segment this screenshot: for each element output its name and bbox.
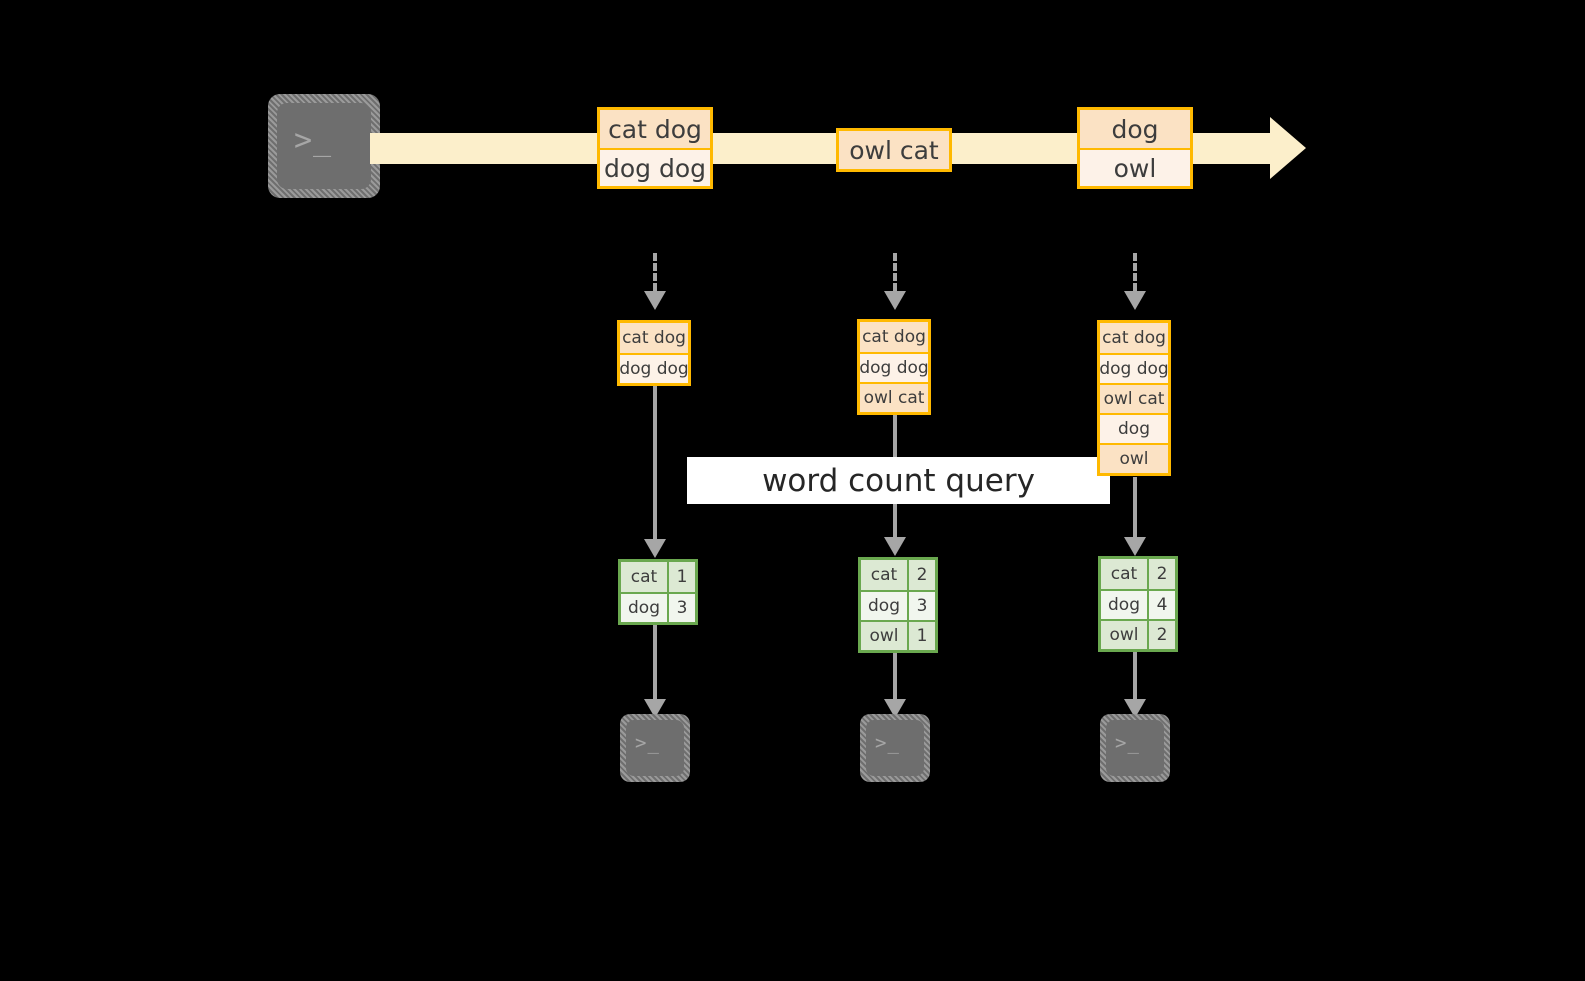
table-row: owl 2 xyxy=(1101,619,1175,649)
table-row: cat 2 xyxy=(861,560,935,590)
stream-record-line: owl cat xyxy=(839,131,949,169)
sink-terminal-prompt-icon: >_ xyxy=(1115,732,1140,754)
sink-terminal-screen xyxy=(626,720,684,776)
snapshot-tap-arrowhead xyxy=(884,291,906,310)
result-count: 1 xyxy=(667,562,695,592)
result-word: cat xyxy=(621,562,667,592)
query-label: word count query xyxy=(762,462,1035,499)
snapshot-input-line: cat dog xyxy=(860,322,928,352)
snapshot-2-sink-line xyxy=(893,653,897,703)
snapshot-1-query-arrowhead xyxy=(644,539,666,558)
stream-record: owl cat xyxy=(836,128,952,172)
stream-record: dog owl xyxy=(1077,107,1193,189)
snapshot-input-line: dog xyxy=(1100,413,1168,443)
snapshot-1-result-table: cat 1 dog 3 xyxy=(618,559,698,625)
source-terminal: >_ xyxy=(268,94,380,198)
snapshot-input-line: dog dog xyxy=(860,352,928,382)
table-row: cat 1 xyxy=(621,562,695,592)
source-terminal-prompt-icon: >_ xyxy=(294,123,333,158)
source-terminal-screen xyxy=(277,103,371,189)
snapshot-2-query-arrowhead xyxy=(884,537,906,556)
event-stream-arrowhead xyxy=(1270,117,1306,179)
table-row: cat 2 xyxy=(1101,559,1175,589)
snapshot-input-line: dog dog xyxy=(620,353,688,383)
snapshot-3-query-arrowhead xyxy=(1124,537,1146,556)
stream-record-line: cat dog xyxy=(600,110,710,148)
snapshot-1-sink-arrowhead xyxy=(644,699,666,718)
snapshot-tap-arrowhead xyxy=(644,291,666,310)
snapshot-3-query-line xyxy=(1133,477,1137,543)
snapshot-tap-line xyxy=(1133,253,1137,291)
result-count: 2 xyxy=(1147,559,1175,589)
result-count: 2 xyxy=(1147,621,1175,649)
stream-record: cat dog dog dog xyxy=(597,107,713,189)
snapshot-1-query-line xyxy=(653,386,657,545)
sink-terminal-prompt-icon: >_ xyxy=(875,732,900,754)
result-count: 3 xyxy=(667,594,695,622)
result-word: dog xyxy=(621,594,667,622)
result-word: dog xyxy=(861,592,907,620)
snapshot-input-line: cat dog xyxy=(1100,323,1168,353)
sink-terminal-screen xyxy=(866,720,924,776)
snapshot-input-line: owl xyxy=(1100,443,1168,473)
snapshot-3-sink-terminal: >_ xyxy=(1100,714,1170,782)
snapshot-input-line: owl cat xyxy=(1100,383,1168,413)
snapshot-3-result-table: cat 2 dog 4 owl 2 xyxy=(1098,556,1178,652)
result-word: owl xyxy=(861,622,907,650)
snapshot-1-sink-line xyxy=(653,625,657,703)
snapshot-tap-line xyxy=(653,253,657,291)
table-row: dog 3 xyxy=(621,592,695,622)
snapshot-1-input-records: cat dog dog dog xyxy=(617,320,691,386)
snapshot-2-sink-terminal: >_ xyxy=(860,714,930,782)
table-row: dog 4 xyxy=(1101,589,1175,619)
snapshot-input-line: dog dog xyxy=(1100,353,1168,383)
stream-record-line: dog dog xyxy=(600,148,710,186)
result-word: owl xyxy=(1101,621,1147,649)
table-row: dog 3 xyxy=(861,590,935,620)
sink-terminal-prompt-icon: >_ xyxy=(635,732,660,754)
table-row: owl 1 xyxy=(861,620,935,650)
snapshot-2-input-records: cat dog dog dog owl cat xyxy=(857,319,931,415)
snapshot-tap-arrowhead xyxy=(1124,291,1146,310)
snapshot-3-input-records: cat dog dog dog owl cat dog owl xyxy=(1097,320,1171,476)
result-word: cat xyxy=(1101,559,1147,589)
snapshot-2-result-table: cat 2 dog 3 owl 1 xyxy=(858,557,938,653)
result-count: 3 xyxy=(907,592,935,620)
query-label-band: word count query xyxy=(687,457,1110,504)
snapshot-tap-line xyxy=(893,253,897,291)
result-word: cat xyxy=(861,560,907,590)
sink-terminal-screen xyxy=(1106,720,1164,776)
stream-record-line: dog xyxy=(1080,110,1190,148)
result-count: 2 xyxy=(907,560,935,590)
result-count: 1 xyxy=(907,622,935,650)
stream-record-line: owl xyxy=(1080,148,1190,186)
snapshot-2-sink-arrowhead xyxy=(884,699,906,718)
result-count: 4 xyxy=(1147,591,1175,619)
snapshot-3-sink-line xyxy=(1133,652,1137,703)
snapshot-input-line: owl cat xyxy=(860,382,928,412)
snapshot-1-sink-terminal: >_ xyxy=(620,714,690,782)
result-word: dog xyxy=(1101,591,1147,619)
snapshot-input-line: cat dog xyxy=(620,323,688,353)
snapshot-3-sink-arrowhead xyxy=(1124,699,1146,718)
